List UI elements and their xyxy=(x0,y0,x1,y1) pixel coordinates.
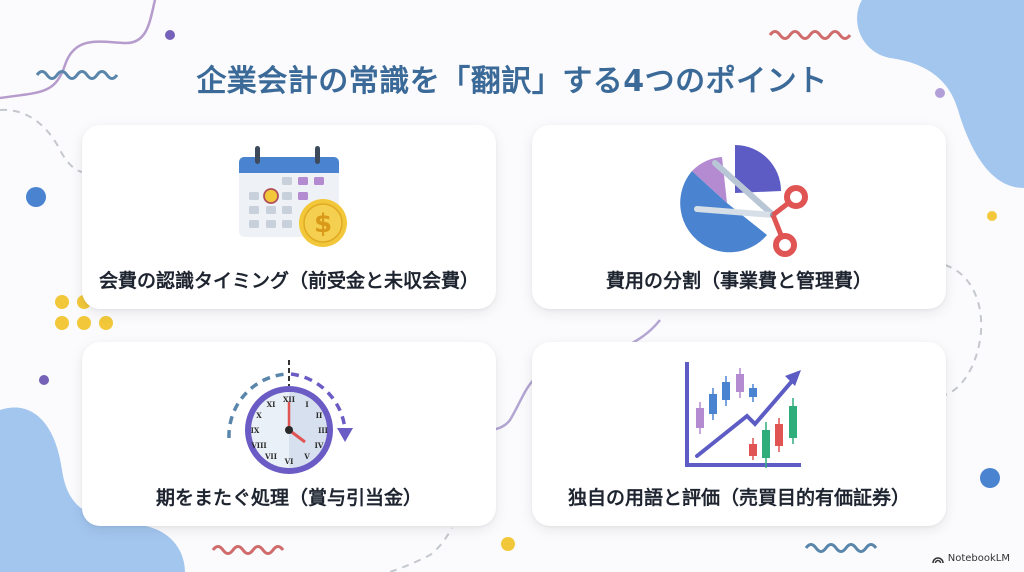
svg-text:I: I xyxy=(305,400,308,409)
wave-bottom-right xyxy=(804,543,878,553)
dashed-curve-bottom xyxy=(389,527,453,572)
notebooklm-logo-icon xyxy=(932,556,944,563)
svg-text:VI: VI xyxy=(284,457,294,466)
svg-text:III: III xyxy=(318,426,328,435)
wave-top-right xyxy=(768,30,852,40)
pie-chart-scissors-icon xyxy=(680,145,808,257)
svg-text:X: X xyxy=(256,411,262,420)
slide-title: 企業会計の常識を「翻訳」する4つのポイント xyxy=(196,64,828,99)
candlestick-chart-icon xyxy=(685,362,801,468)
svg-text:XI: XI xyxy=(267,400,276,409)
card-label: 独自の用語と評価（売買目的有価証券） xyxy=(567,487,910,509)
dot-yellow-bottom xyxy=(501,537,515,551)
card-expense-allocation: 費用の分割（事業費と管理費） xyxy=(532,125,946,309)
dot-blue-right xyxy=(980,468,1000,488)
dot-yellow-right xyxy=(987,211,997,221)
dashed-curve-right xyxy=(944,264,983,396)
svg-text:$: $ xyxy=(314,209,332,239)
notebooklm-watermark: NotebookLM xyxy=(932,553,1010,564)
svg-text:II: II xyxy=(316,411,323,420)
card-membership-fee-timing: $ 会費の認識タイミング（前受金と未収会費） xyxy=(82,125,496,309)
dot-purple-left xyxy=(39,375,49,385)
svg-text:IV: IV xyxy=(315,441,324,450)
calendar-coin-icon: $ xyxy=(239,146,347,247)
dot-purple-top xyxy=(165,30,175,40)
wave-bottom-left xyxy=(211,545,285,555)
card-label: 費用の分割（事業費と管理費） xyxy=(605,270,872,292)
watermark-text: NotebookLM xyxy=(947,553,1010,564)
card-unique-terms-valuation: 独自の用語と評価（売買目的有価証券） xyxy=(532,342,946,526)
card-label: 会費の認識タイミング（前受金と未収会費） xyxy=(98,270,479,292)
card-label: 期をまたぐ処理（賞与引当金） xyxy=(155,487,422,509)
svg-text:XII: XII xyxy=(283,395,295,404)
svg-text:VIII: VIII xyxy=(250,441,266,450)
svg-text:IX: IX xyxy=(251,426,260,435)
svg-text:VII: VII xyxy=(264,452,277,461)
dashed-curve-left xyxy=(0,108,83,173)
dot-blue-left xyxy=(26,187,46,207)
svg-text:V: V xyxy=(303,452,310,461)
